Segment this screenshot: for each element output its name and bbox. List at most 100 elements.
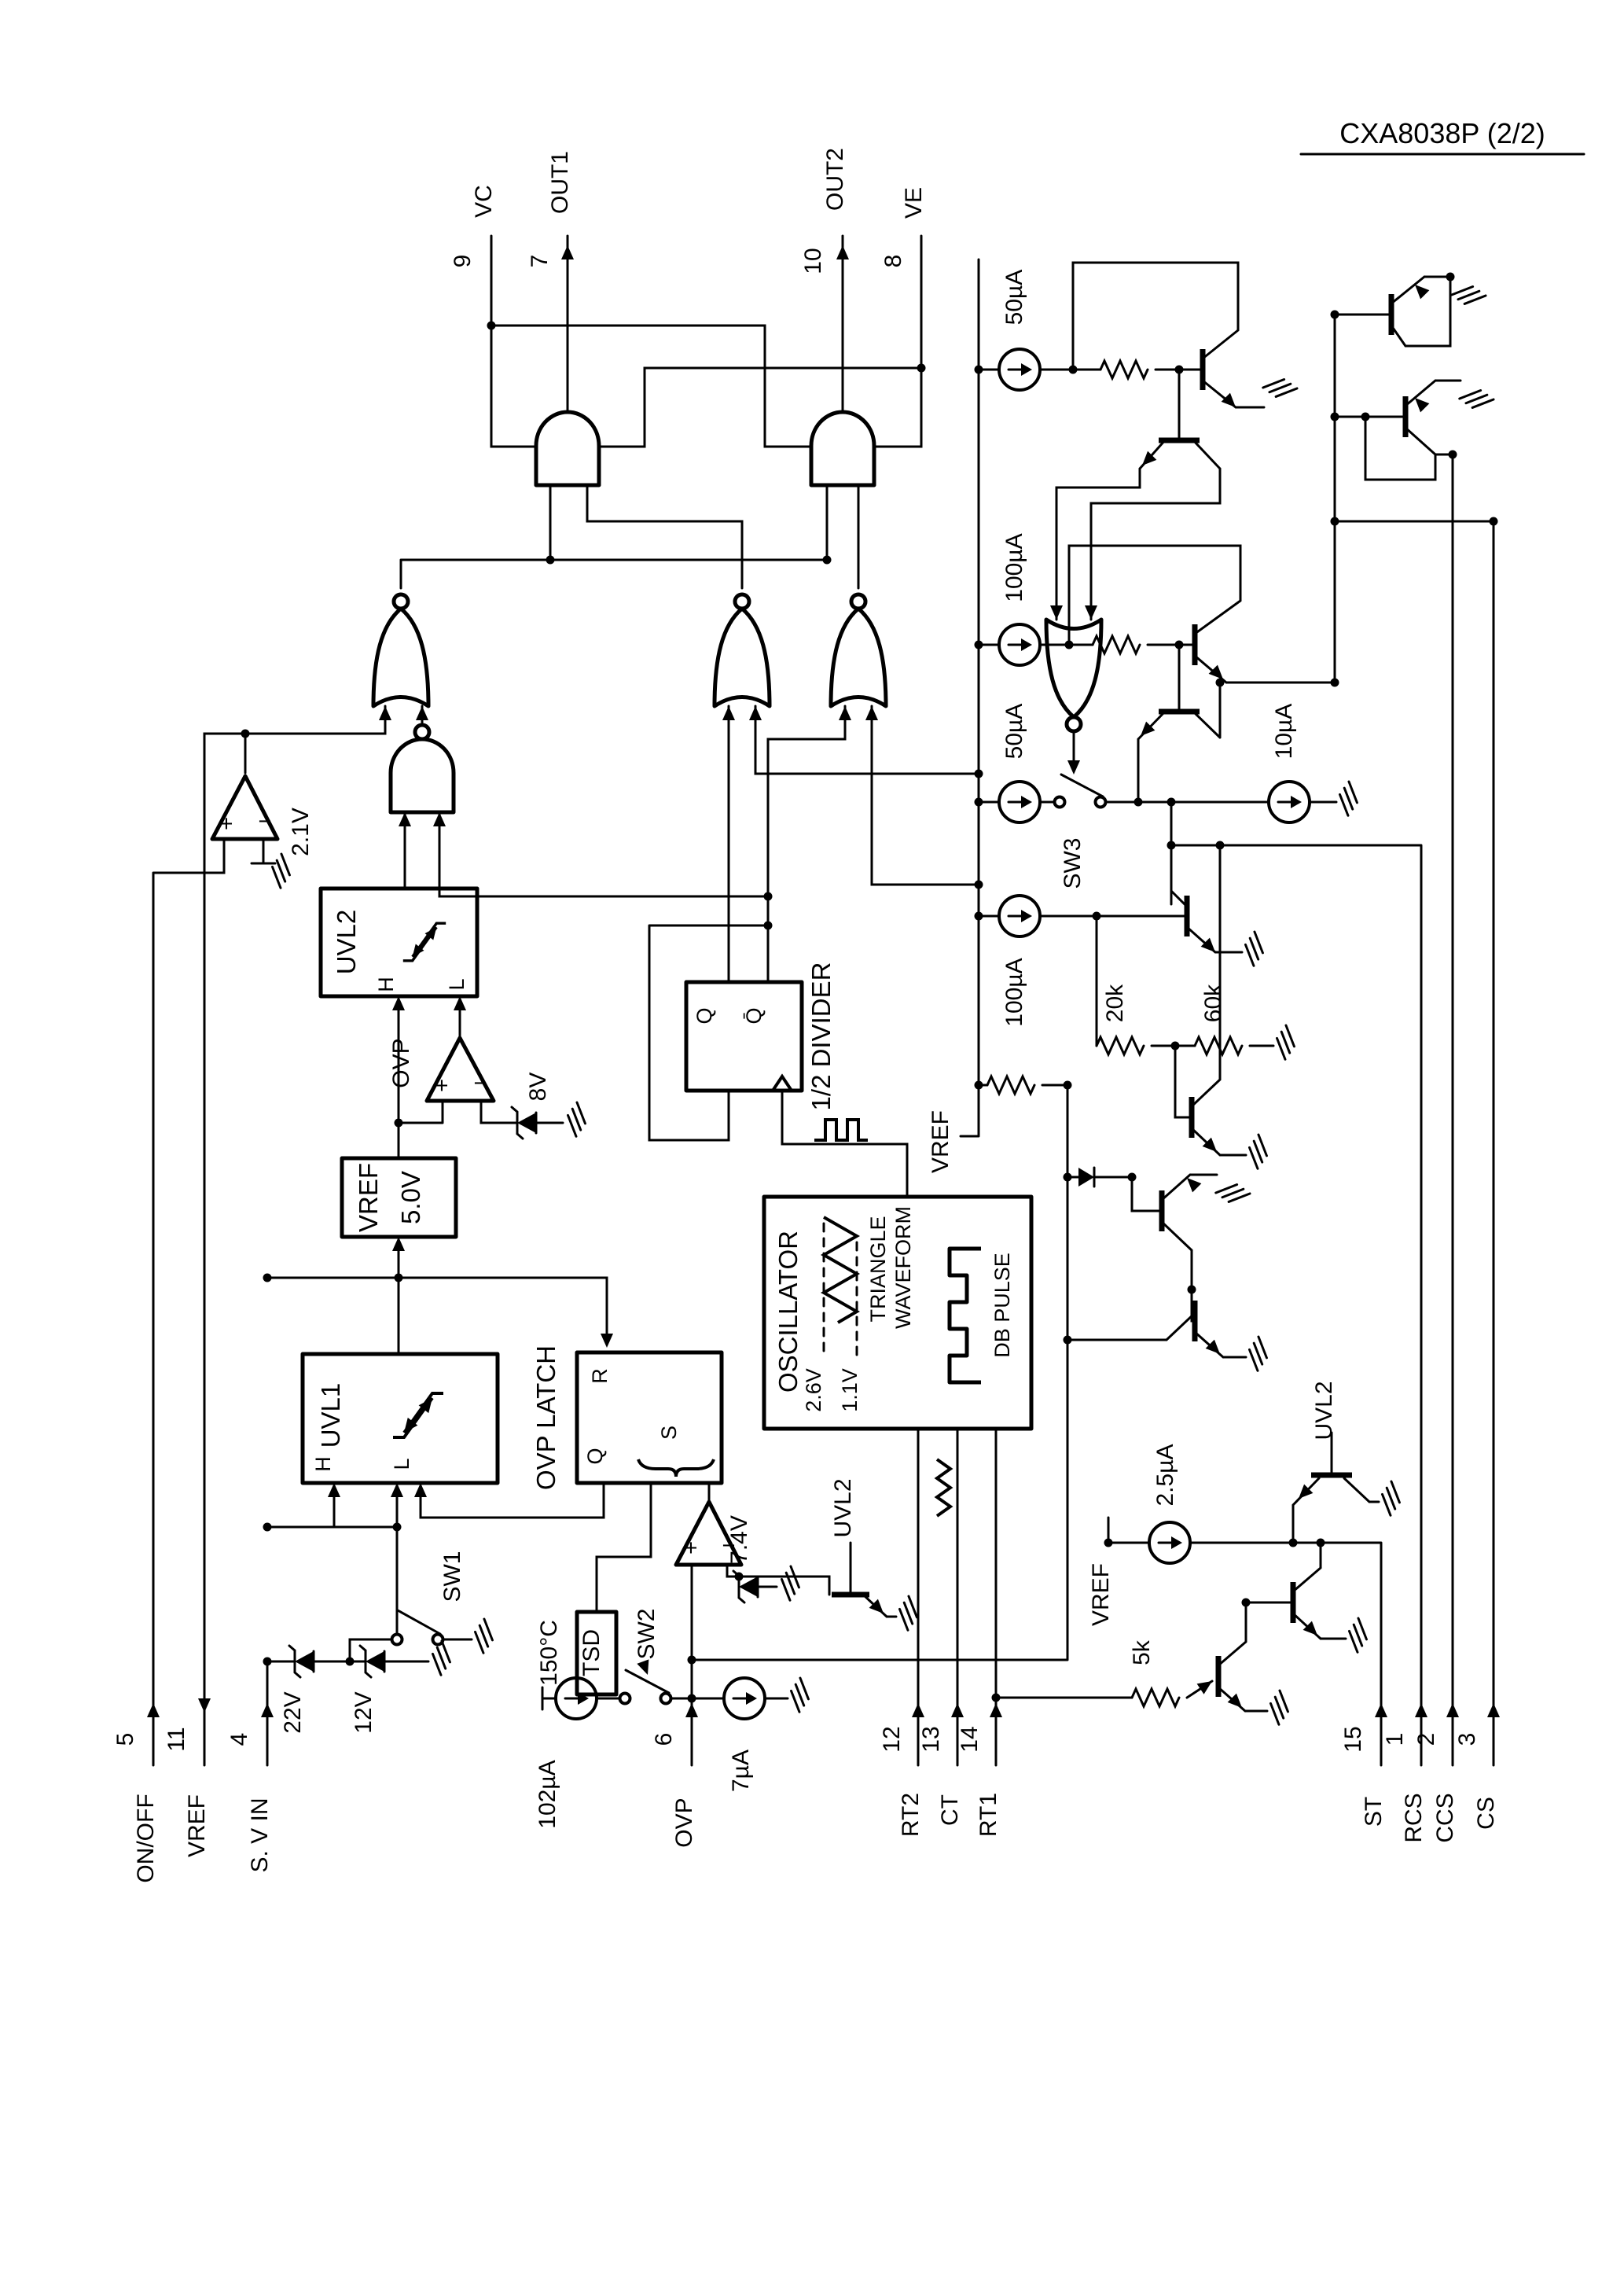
osc-label: OSCILLATOR	[773, 1231, 803, 1393]
label-uvl2-t1: UVL2	[830, 1478, 856, 1537]
sw3-label: SW3	[1060, 837, 1086, 889]
label-5k: 5k	[1129, 1639, 1155, 1665]
logic-gate-row	[241, 594, 983, 984]
uvl1-label: UVL1	[316, 1383, 345, 1448]
oscillator-block: OSCILLATOR 2.6V 1.1V TRIANGLE WAVEFORM D…	[762, 1194, 1034, 1431]
pin-rt2-name: RT2	[898, 1793, 924, 1837]
current-source-10ua	[1267, 780, 1311, 824]
label-22v: 22V	[280, 1691, 306, 1733]
pin-out2-num: 10	[800, 248, 826, 274]
ovp-comparator: + − OVP 8V	[388, 1036, 594, 1140]
current-source-50ua-top	[998, 348, 1042, 392]
pin-svin-num: 4	[226, 1733, 252, 1746]
scomp-plus: +	[685, 1536, 698, 1561]
label-7ua: 7µA	[728, 1750, 754, 1792]
label-60k: 60k	[1200, 984, 1226, 1022]
triangle-wave-glyph	[820, 1216, 861, 1324]
pin-out1-name: OUT1	[547, 151, 573, 214]
divider-label: 1/2 DIVIDER	[806, 962, 836, 1111]
divider-q: Q	[693, 1007, 716, 1024]
page-title: CXA8038P (2/2)	[1339, 117, 1545, 149]
label-2p5ua: 2.5µA	[1152, 1444, 1178, 1507]
osc-triangle: TRIANGLE	[866, 1216, 890, 1322]
uvl2-block: UVL2 H L	[318, 886, 479, 1124]
label-7v4: 7.4V	[726, 1515, 752, 1564]
latch-q: Q	[583, 1448, 607, 1464]
sw1-label: SW1	[439, 1551, 465, 1602]
ovpc-label: OVP	[388, 1038, 414, 1087]
pin-ct-num: 13	[918, 1726, 944, 1752]
label-2v1: 2.1V	[288, 808, 314, 856]
pin-rcs-num: 1	[1382, 1733, 1408, 1746]
out2-arrow	[836, 245, 849, 259]
db-pulse-glyph	[947, 1246, 981, 1385]
resistor-5k	[1130, 1687, 1181, 1708]
sw3-contact-a	[1053, 795, 1067, 809]
nand-gate	[391, 723, 454, 812]
pin-svin-name: S. V IN	[247, 1797, 273, 1872]
out1-arrow	[561, 245, 574, 259]
ovpc-plus: +	[435, 1073, 449, 1098]
pin-vref-name: VREF	[184, 1794, 210, 1857]
nor-gate-2	[715, 594, 770, 706]
uvl1-l: L	[390, 1458, 413, 1470]
sw2-contact-a	[618, 1691, 632, 1705]
pin-out1-num: 7	[527, 255, 553, 268]
tsd-label: TSD	[579, 1629, 604, 1676]
label-uvl2-t2: UVL2	[1311, 1381, 1337, 1440]
nor-gate-right	[1046, 620, 1101, 731]
osc-dbpulse: DB PULSE	[990, 1253, 1014, 1358]
sawtooth-glyph	[934, 1458, 953, 1518]
timing-pins: 12 RT2 13 CT 14 RT1 5k	[687, 1084, 1216, 1837]
uvl2-h: H	[374, 977, 398, 992]
and-gate-out1	[536, 412, 599, 485]
and-gate-out2	[811, 412, 874, 485]
uvl2-l: L	[445, 978, 468, 990]
label-8v: 8V	[525, 1073, 551, 1102]
vref5-line1: VREF	[354, 1163, 383, 1232]
label-100ua-mid: 100µA	[1001, 958, 1027, 1026]
sw1-zener-section: SW1 22V 12V	[263, 1551, 502, 1734]
onoff-comparator: + − 2.1V	[152, 732, 314, 1767]
current-source-100ua-top	[998, 623, 1042, 667]
comp21-minus: −	[259, 809, 272, 834]
pin-rt1-name: RT1	[976, 1793, 1001, 1837]
label-12v: 12V	[351, 1691, 377, 1733]
latch-r: R	[588, 1368, 612, 1384]
current-source-2p5ua	[1148, 1521, 1192, 1565]
sw2-contact-b	[659, 1691, 673, 1705]
right-analog-section: VREF 50µA 100µA	[928, 258, 1500, 1843]
label-100ua-top: 100µA	[1001, 533, 1027, 602]
pin-ovp-name: OVP	[671, 1797, 697, 1847]
ovp-latch-block: OVP LATCH R Q S	[531, 1345, 724, 1490]
ovpc-minus: −	[474, 1071, 487, 1096]
current-source-50ua-mid	[998, 780, 1042, 824]
pin-cs-num: 3	[1454, 1733, 1480, 1746]
tsd-temp: 150°C	[536, 1620, 562, 1686]
uvl1-block: UVL1 H L	[263, 1273, 613, 1636]
osc-waveform: WAVEFORM	[891, 1206, 915, 1329]
pin-ccs-num: 2	[1413, 1733, 1439, 1746]
label-vref-stub: VREF	[1088, 1563, 1114, 1626]
osc-11v: 1.1V	[838, 1368, 862, 1412]
s-comparator-section: + − 7.4V UVL2 6 OVP	[651, 1478, 926, 1848]
current-source-100ua-mid	[998, 894, 1042, 938]
scomp-minus: −	[722, 1533, 736, 1558]
nor-gate-1	[373, 594, 428, 706]
pin-ct-name: CT	[937, 1794, 963, 1826]
pin-ve-name: VE	[901, 187, 927, 219]
label-vref-rail: VREF	[928, 1110, 953, 1173]
uvl2-label: UVL2	[332, 910, 361, 975]
pin-vc-name: VC	[471, 185, 497, 218]
pin-ccs-name: CCS	[1432, 1793, 1458, 1842]
latch-s: S	[657, 1426, 681, 1440]
nor-gate-3	[831, 594, 886, 706]
label-10ua: 10µA	[1271, 704, 1297, 760]
comp21-plus: +	[220, 811, 233, 837]
pin-rcs-name: RCS	[1401, 1793, 1427, 1842]
pin-vref-num: 11	[164, 1727, 189, 1751]
pin-ovp-num: 6	[651, 1733, 677, 1746]
label-50ua-top: 50µA	[1001, 270, 1027, 326]
